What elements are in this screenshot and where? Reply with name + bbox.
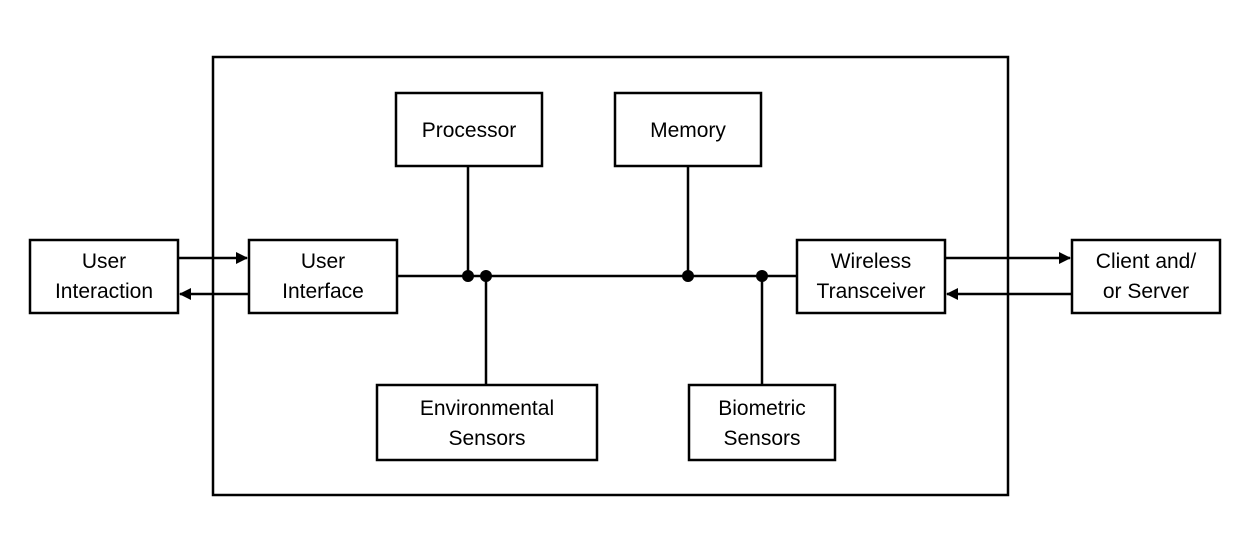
user-interaction-node: User Interaction (30, 240, 178, 313)
bus-junction-processor (462, 270, 474, 282)
environmental-sensors-label-line2: Sensors (448, 427, 525, 450)
user-interaction-label-line1: User (82, 250, 126, 273)
processor-node: Processor (396, 93, 542, 166)
client-server-label-line2: or Server (1103, 280, 1189, 303)
client-server-node: Client and/ or Server (1072, 240, 1220, 313)
wireless-transceiver-node: Wireless Transceiver (797, 240, 945, 313)
wireless-transceiver-label-line2: Transceiver (817, 280, 926, 303)
environmental-sensors-node: Environmental Sensors (377, 385, 597, 460)
wireless-transceiver-label-line1: Wireless (831, 250, 912, 273)
user-interaction-label-line2: Interaction (55, 280, 153, 303)
user-interface-label-line1: User (301, 250, 345, 273)
processor-label: Processor (422, 119, 517, 142)
biometric-sensors-label-line2: Sensors (723, 427, 800, 450)
biometric-sensors-label-line1: Biometric (718, 397, 806, 420)
client-server-label-line1: Client and/ (1096, 250, 1197, 273)
memory-node: Memory (615, 93, 761, 166)
user-interface-label-line2: Interface (282, 280, 364, 303)
bus-junction-memory (682, 270, 694, 282)
biometric-sensors-node: Biometric Sensors (689, 385, 835, 460)
user-interface-node: User Interface (249, 240, 397, 313)
bus-junction-biometric (756, 270, 768, 282)
memory-label: Memory (650, 119, 726, 142)
bus-junction-environmental (480, 270, 492, 282)
environmental-sensors-label-line1: Environmental (420, 397, 554, 420)
